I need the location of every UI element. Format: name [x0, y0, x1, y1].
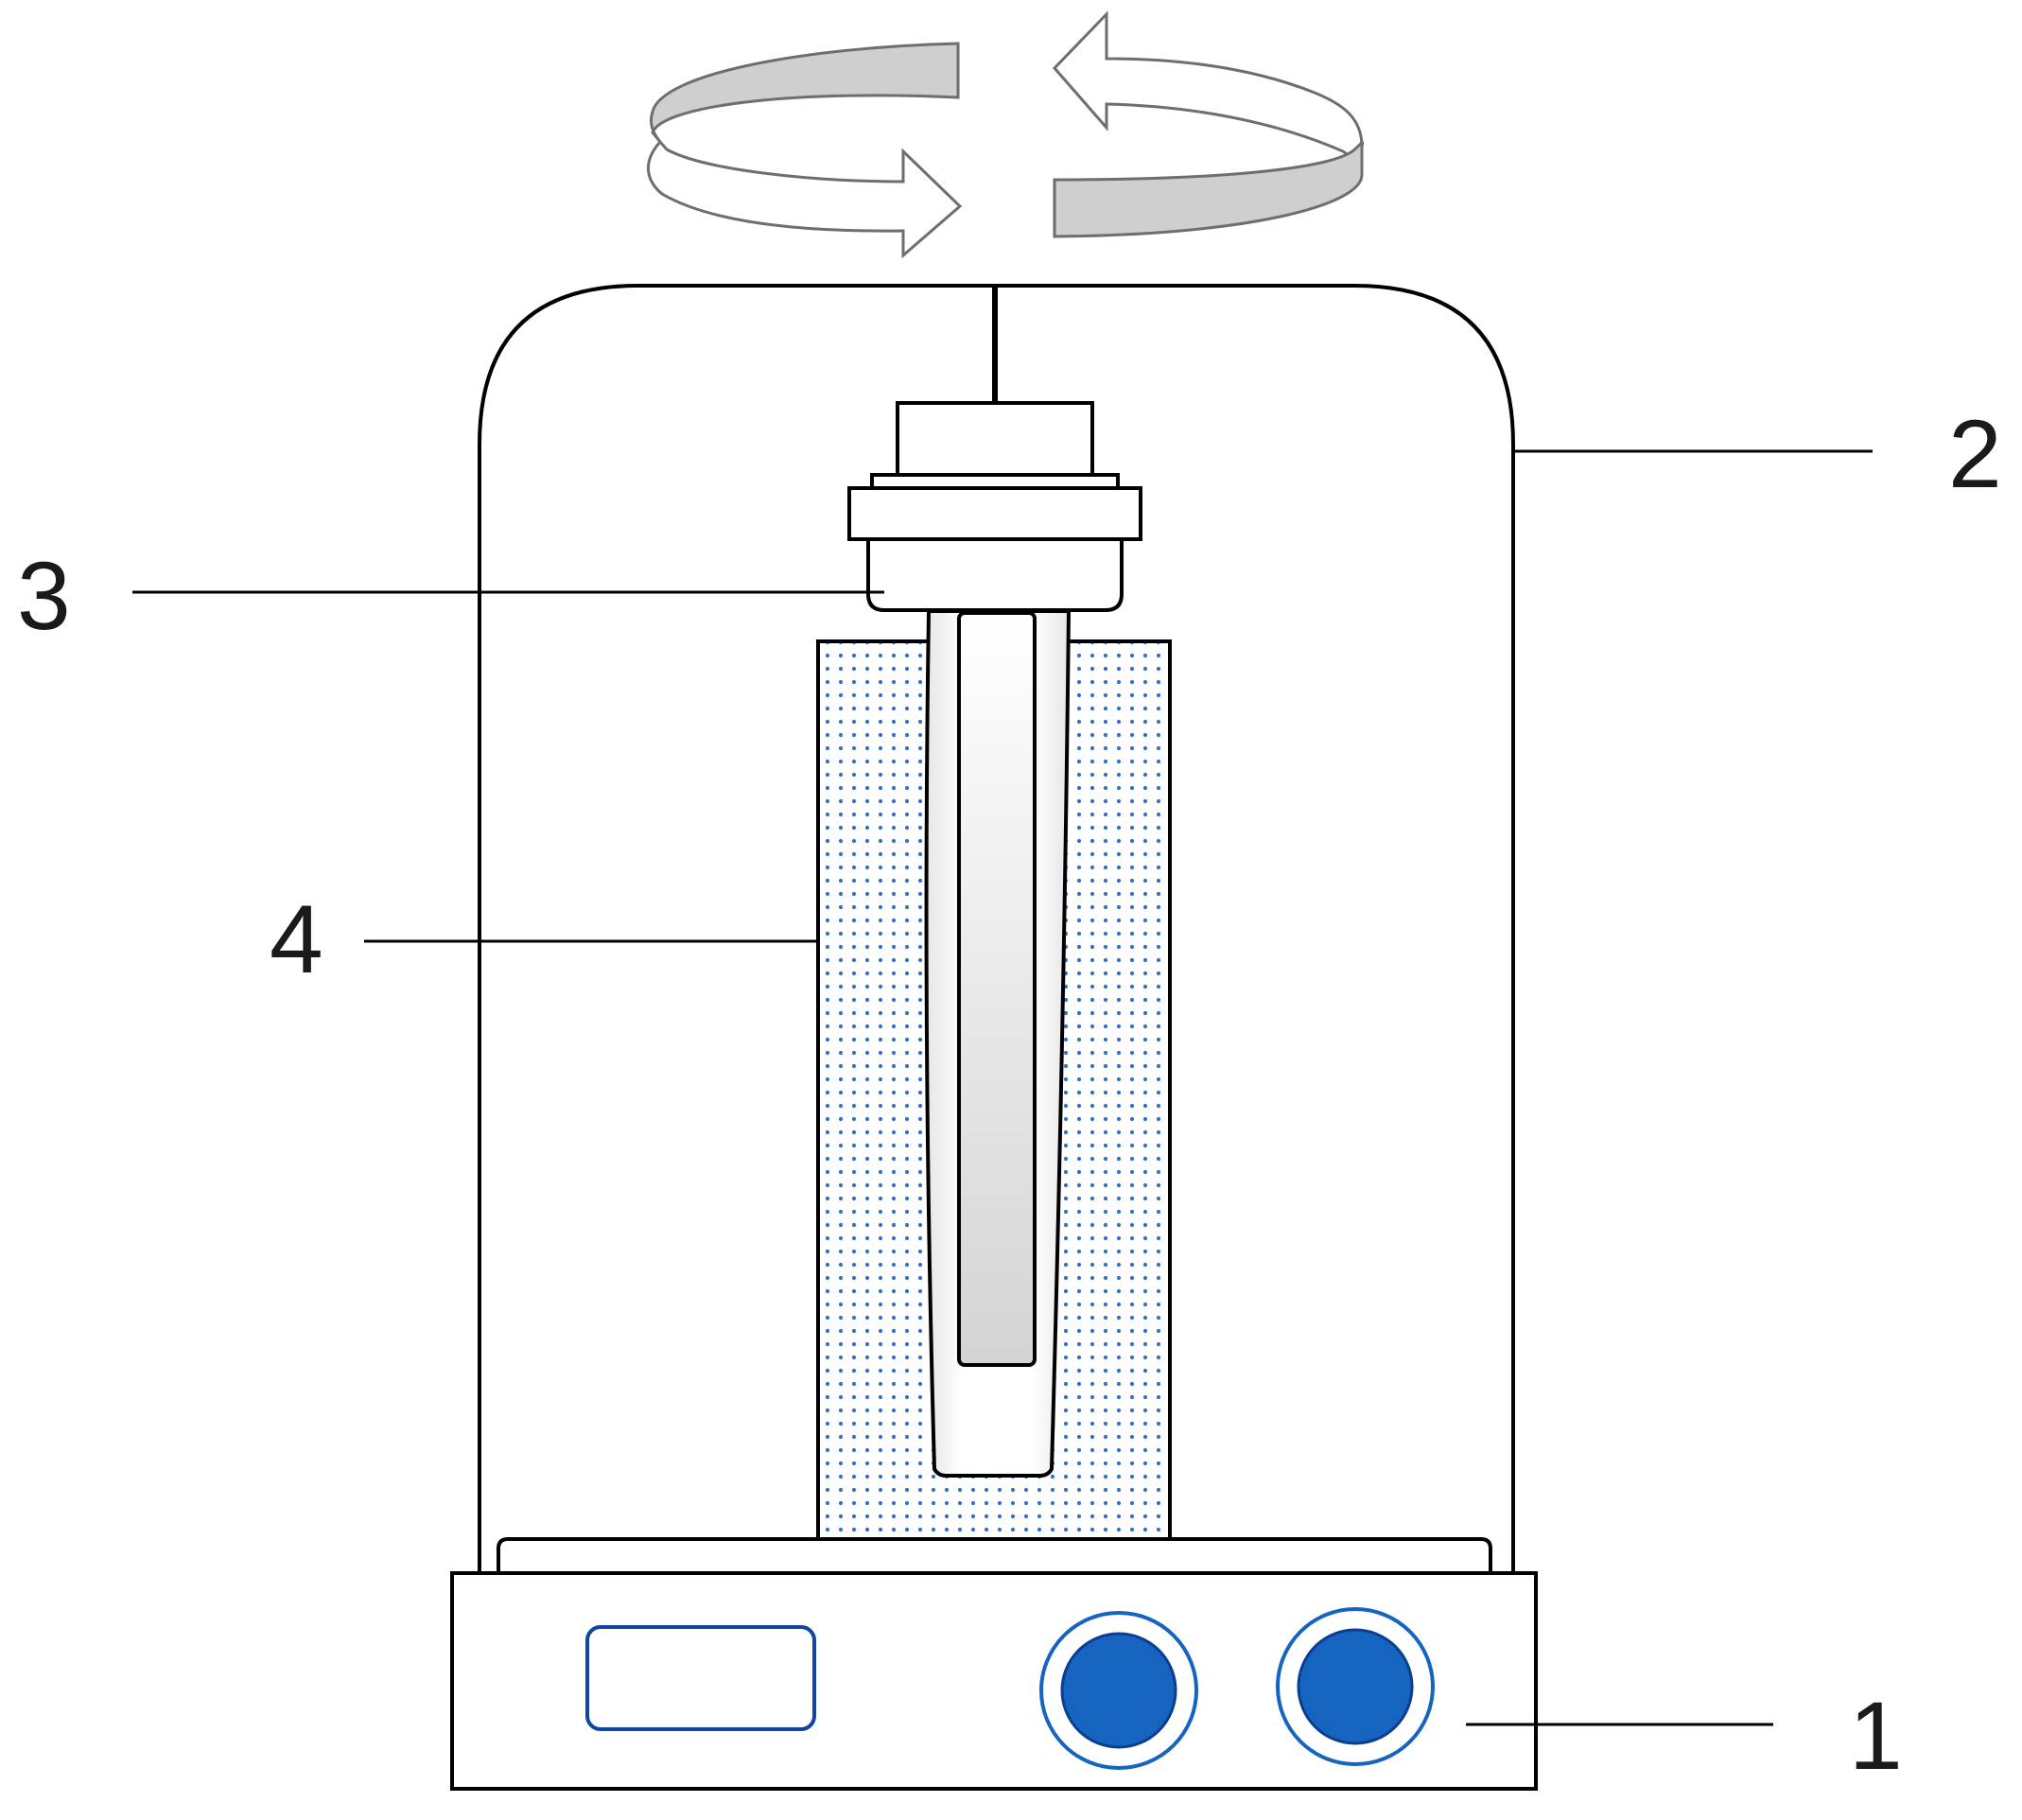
holder-flange	[847, 486, 1142, 541]
rotation-band-right	[1053, 141, 1365, 238]
rotation-arrow-left	[1052, 10, 1364, 176]
display-panel	[585, 1625, 816, 1731]
label-2: 2	[1948, 400, 2002, 508]
holder-cap	[896, 401, 1094, 479]
holder-assembly	[847, 401, 1142, 612]
knob-right[interactable]	[1276, 1607, 1435, 1766]
holder-body	[866, 537, 1124, 612]
rotation-arrow-right	[647, 139, 963, 259]
holder-collar-ring	[870, 473, 1120, 490]
stirrer-top-plate	[497, 1537, 1492, 1575]
label-1: 1	[1849, 1682, 1903, 1790]
knob-left[interactable]	[1039, 1611, 1198, 1770]
inner-rod	[957, 611, 1037, 1367]
rotation-band-left	[649, 42, 960, 143]
rotation-arrows-icon	[647, 10, 1365, 259]
label-3: 3	[17, 542, 71, 650]
label-4: 4	[270, 885, 323, 993]
